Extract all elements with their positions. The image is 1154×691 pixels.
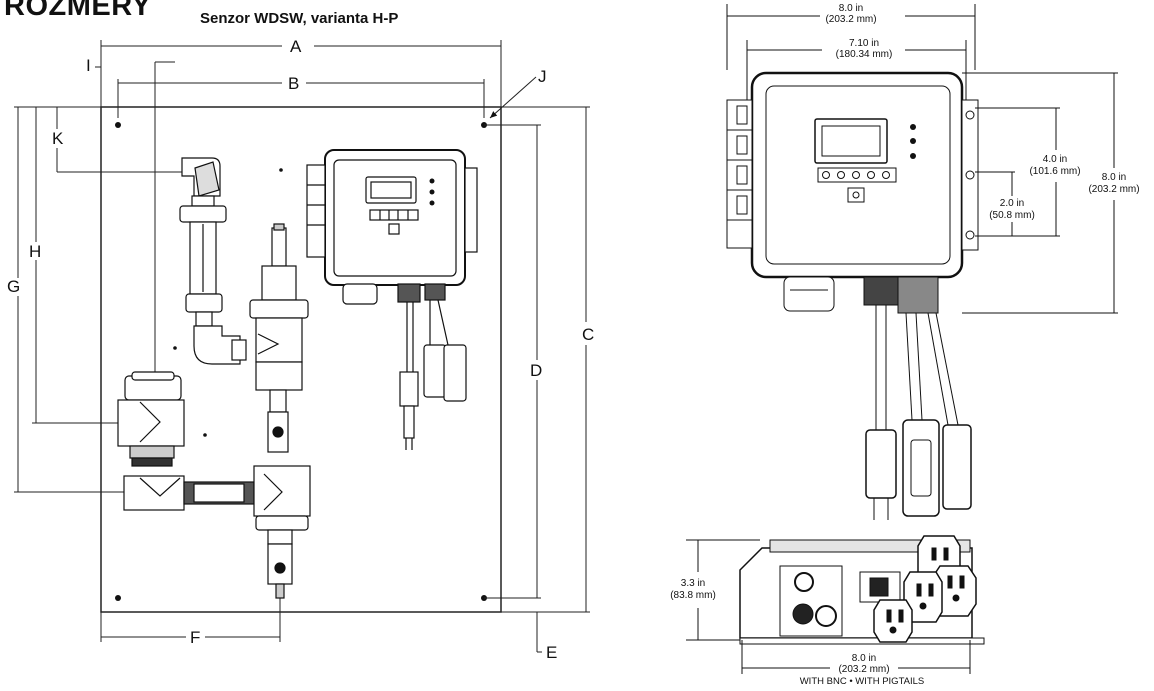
dim-label-b: B <box>288 74 299 93</box>
bottom-width-in: 8.0 in <box>852 653 876 664</box>
bottom-pipe <box>123 465 311 599</box>
left-panel-drawing: A B C D E F G H I J K <box>7 37 594 662</box>
front-view-drawing <box>686 4 1118 674</box>
flow-meter-assembly <box>179 157 227 327</box>
mount-width-in: 7.10 in <box>849 38 879 49</box>
dim-label-d: D <box>530 361 542 380</box>
sensor-assembly <box>249 223 309 453</box>
controller-front <box>726 71 979 520</box>
dimension-letters: A B C D E F G H I J K <box>7 37 594 662</box>
depth-in: 3.3 in <box>681 578 705 589</box>
overall-width-in: 8.0 in <box>839 3 863 14</box>
mount-width-mm: (180.34 mm) <box>836 49 893 60</box>
controller-enclosure <box>306 149 478 450</box>
mount-height-mm: (101.6 mm) <box>1029 166 1080 177</box>
page-subtitle: Senzor WDSW, varianta H-P <box>200 10 399 27</box>
ball-valve <box>117 371 185 467</box>
bottom-view <box>686 535 985 674</box>
dim-label-g: G <box>7 277 20 296</box>
dim-label-k: K <box>52 129 64 148</box>
half-height-mm: (50.8 mm) <box>989 210 1035 221</box>
overall-width-mm: (203.2 mm) <box>825 14 876 25</box>
dim-label-i: I <box>86 56 91 75</box>
bottom-width-mm: (203.2 mm) <box>838 664 889 675</box>
half-height-in: 2.0 in <box>1000 198 1024 209</box>
mount-height-in: 4.0 in <box>1043 154 1067 165</box>
front-view-labels: 8.0 in (203.2 mm) 7.10 in (180.34 mm) 4.… <box>670 3 1139 687</box>
dim-label-a: A <box>290 37 302 56</box>
lower-elbow <box>193 325 247 365</box>
dim-label-e: E <box>546 643 557 662</box>
dim-label-f: F <box>190 628 200 647</box>
depth-mm: (83.8 mm) <box>670 590 716 601</box>
bottom-view-caption: WITH BNC • WITH PIGTAILS <box>800 676 925 687</box>
overall-height-in: 8.0 in <box>1102 172 1126 183</box>
dim-label-h: H <box>29 242 41 261</box>
dim-label-j: J <box>538 67 547 86</box>
overall-height-mm: (203.2 mm) <box>1088 184 1139 195</box>
page-title: ROZMERY <box>4 0 152 22</box>
dimension-lines-left <box>14 40 590 653</box>
dim-label-c: C <box>582 325 594 344</box>
